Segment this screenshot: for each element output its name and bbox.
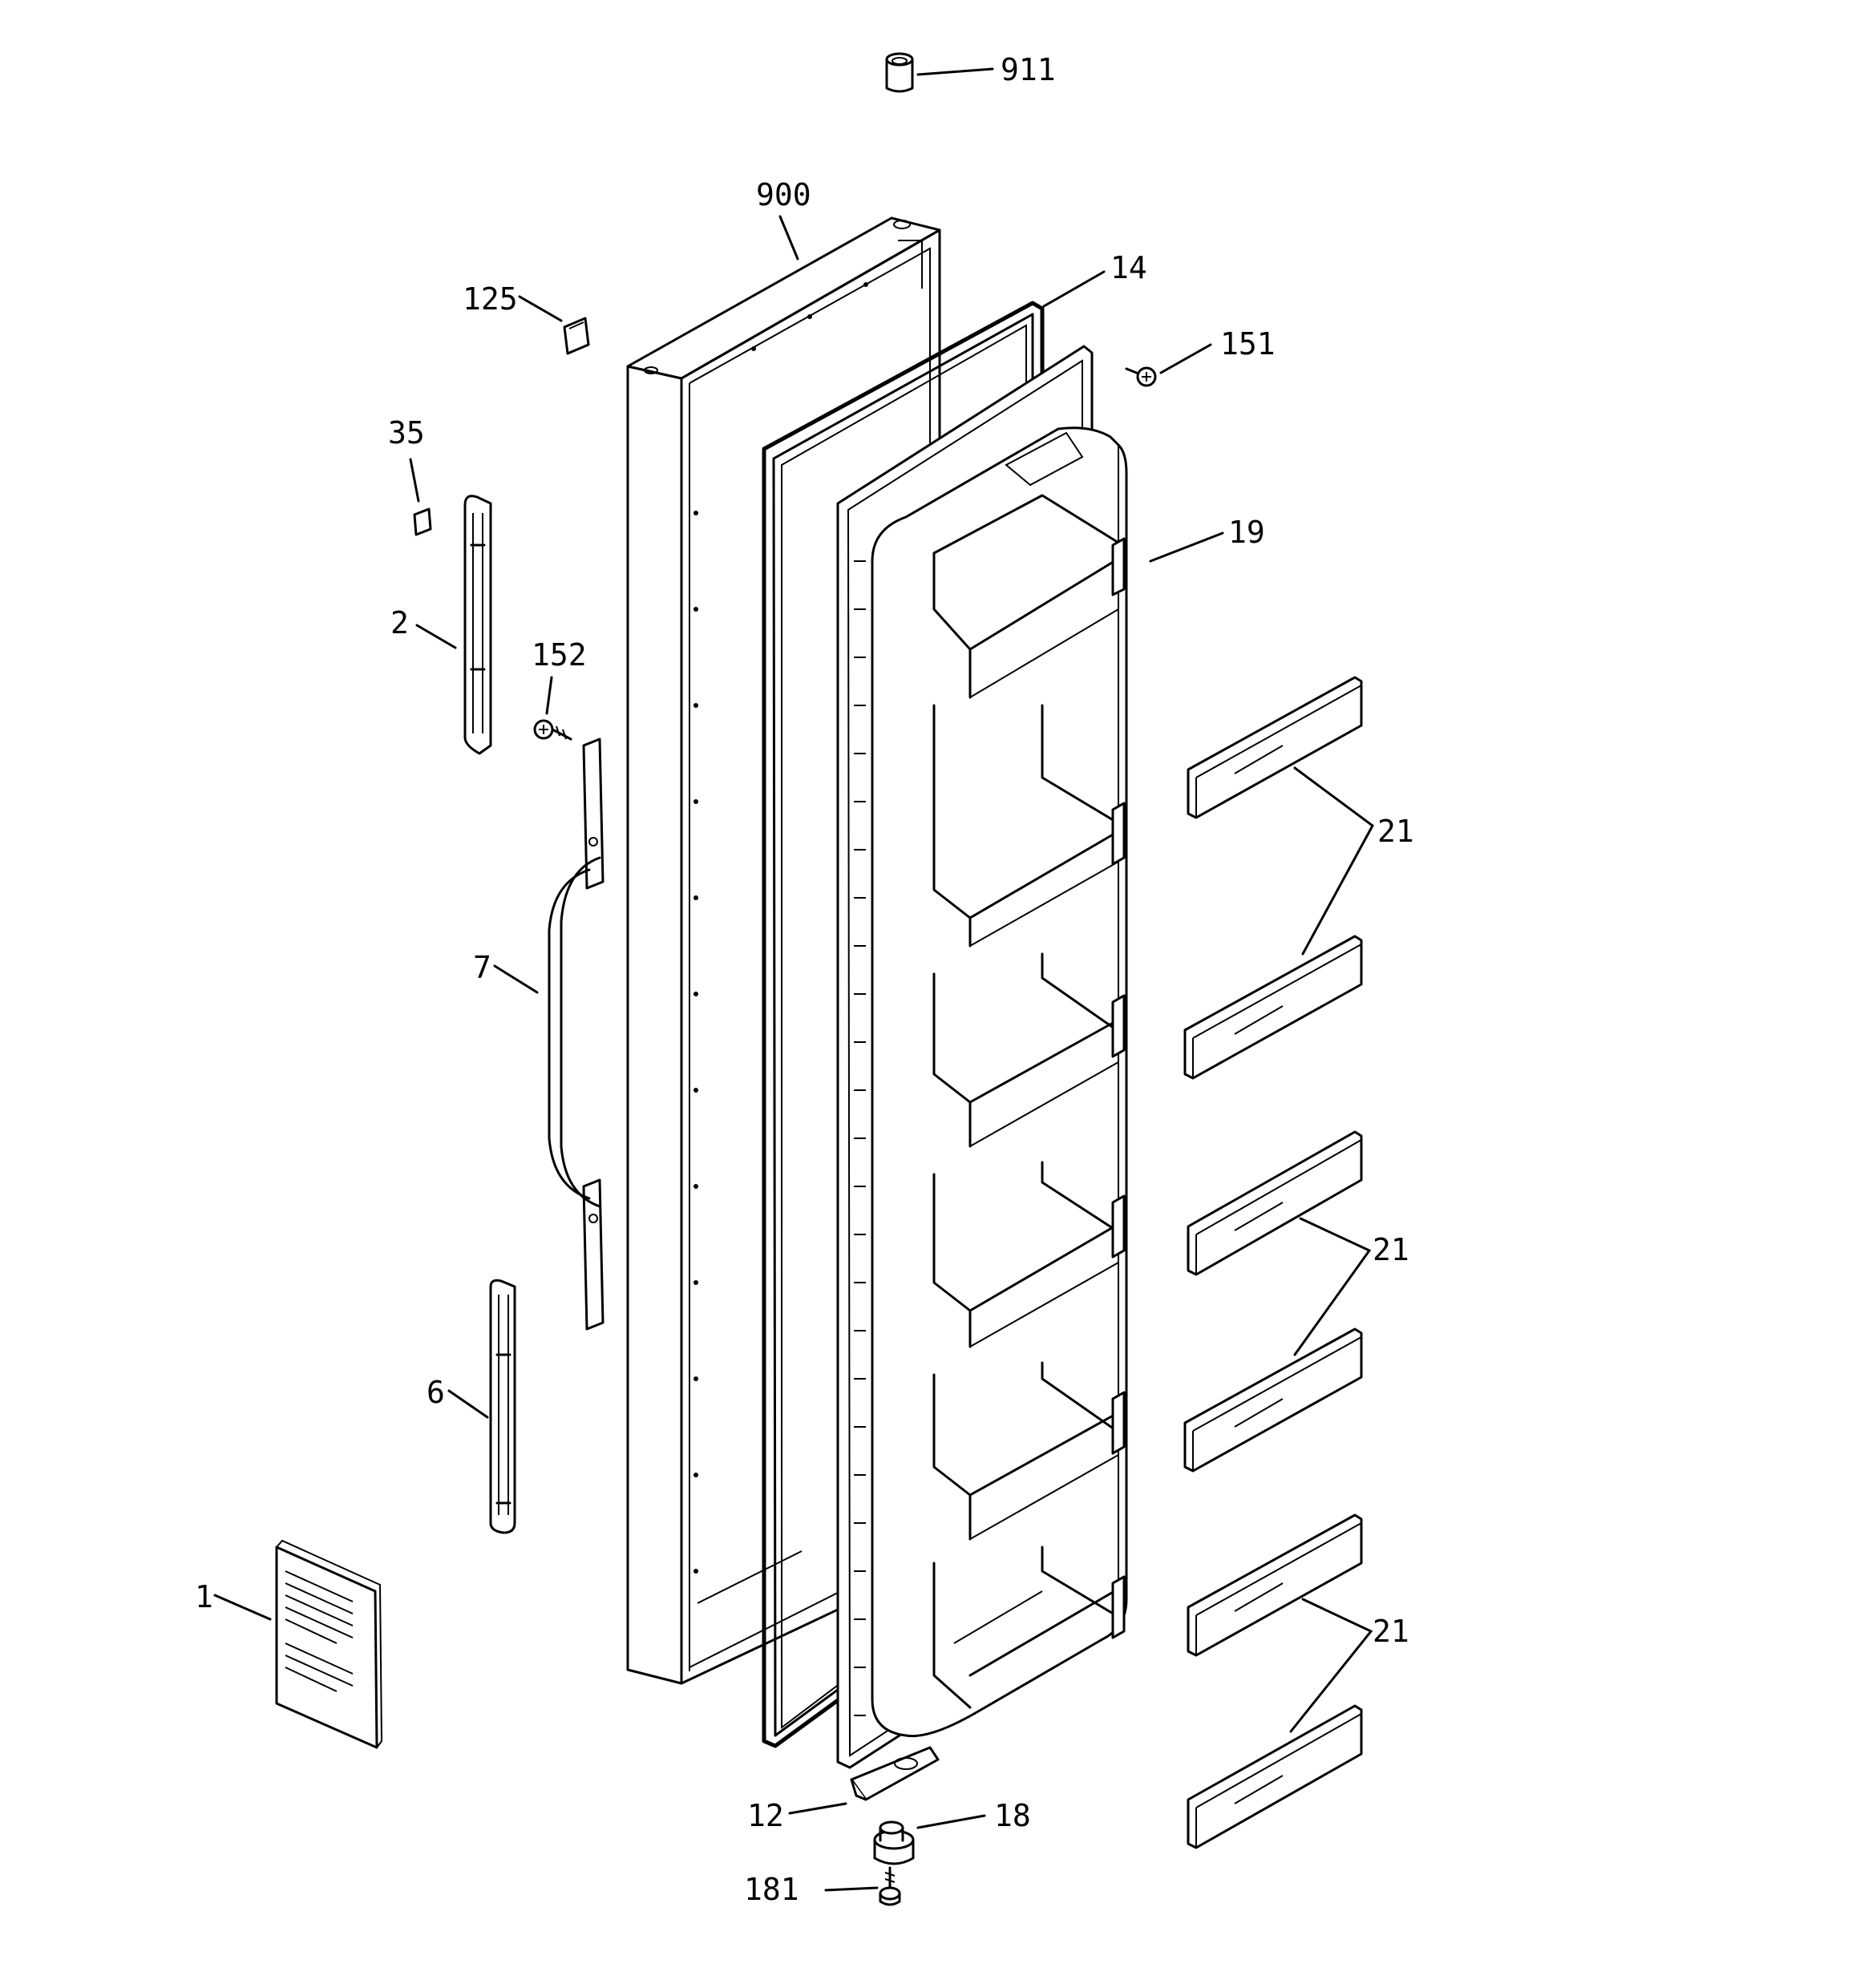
callout-911: 911 [1001, 52, 1056, 87]
part-152-screw [533, 719, 572, 741]
door-bin-4 [1183, 1327, 1363, 1473]
part-12-hinge [850, 1746, 940, 1801]
callout-2: 2 [390, 605, 409, 640]
callout-21-upper: 21 [1377, 814, 1414, 849]
callout-151: 151 [1220, 326, 1276, 362]
callout-152: 152 [532, 637, 587, 673]
leader-14 [1042, 270, 1106, 308]
leader-18 [916, 1814, 986, 1829]
callout-18: 18 [994, 1798, 1031, 1833]
leader-2 [415, 624, 457, 649]
callout-12: 12 [747, 1798, 784, 1833]
callout-21-middle: 21 [1373, 1232, 1409, 1267]
leader-19 [1149, 531, 1224, 563]
leader-151 [1159, 343, 1212, 374]
part-900-rivets [693, 282, 868, 1574]
door-bin-6 [1187, 1704, 1363, 1849]
part-6-lower-trim [489, 1279, 516, 1534]
leader-1 [213, 1594, 272, 1621]
callout-125: 125 [463, 281, 518, 317]
leader-152 [545, 676, 553, 715]
callout-6: 6 [427, 1375, 445, 1410]
part-911-cap [885, 52, 914, 93]
part-2-upper-trim [463, 495, 492, 755]
callout-7: 7 [473, 950, 491, 985]
door-bin-5 [1187, 1513, 1363, 1657]
door-bin-1 [1187, 676, 1363, 819]
callout-14: 14 [1110, 250, 1147, 285]
part-35-clip [413, 507, 432, 536]
leader-181 [824, 1886, 879, 1892]
part-151-screw [1125, 366, 1157, 387]
leader-900 [778, 215, 799, 261]
part-1-owners-manual [275, 1539, 383, 1749]
callout-1: 1 [195, 1579, 213, 1614]
leader-35 [409, 458, 420, 503]
callout-35: 35 [388, 415, 425, 451]
part-7-door-handle [548, 737, 604, 1331]
leader-911 [916, 67, 994, 76]
leader-7 [493, 964, 539, 994]
part-21-door-bins [1183, 676, 1363, 1849]
part-19-shelf-compartments [932, 494, 1126, 1709]
part-19-door-liner [836, 345, 1128, 1769]
leader-12 [788, 1802, 847, 1815]
door-bin-3 [1187, 1130, 1363, 1276]
door-bin-2 [1183, 935, 1363, 1080]
part-18-hinge-bushing [873, 1820, 915, 1865]
part-125-cover [563, 317, 590, 355]
callout-181: 181 [744, 1872, 799, 1907]
part-900-door-frame [626, 216, 941, 1685]
callout-19: 19 [1228, 515, 1265, 550]
callout-21-lower: 21 [1373, 1614, 1409, 1649]
callout-900: 900 [756, 177, 811, 212]
part-181-screw [879, 1866, 901, 1906]
leaders-21 [1289, 766, 1374, 1733]
leader-6 [447, 1389, 489, 1419]
leader-125 [518, 295, 563, 322]
